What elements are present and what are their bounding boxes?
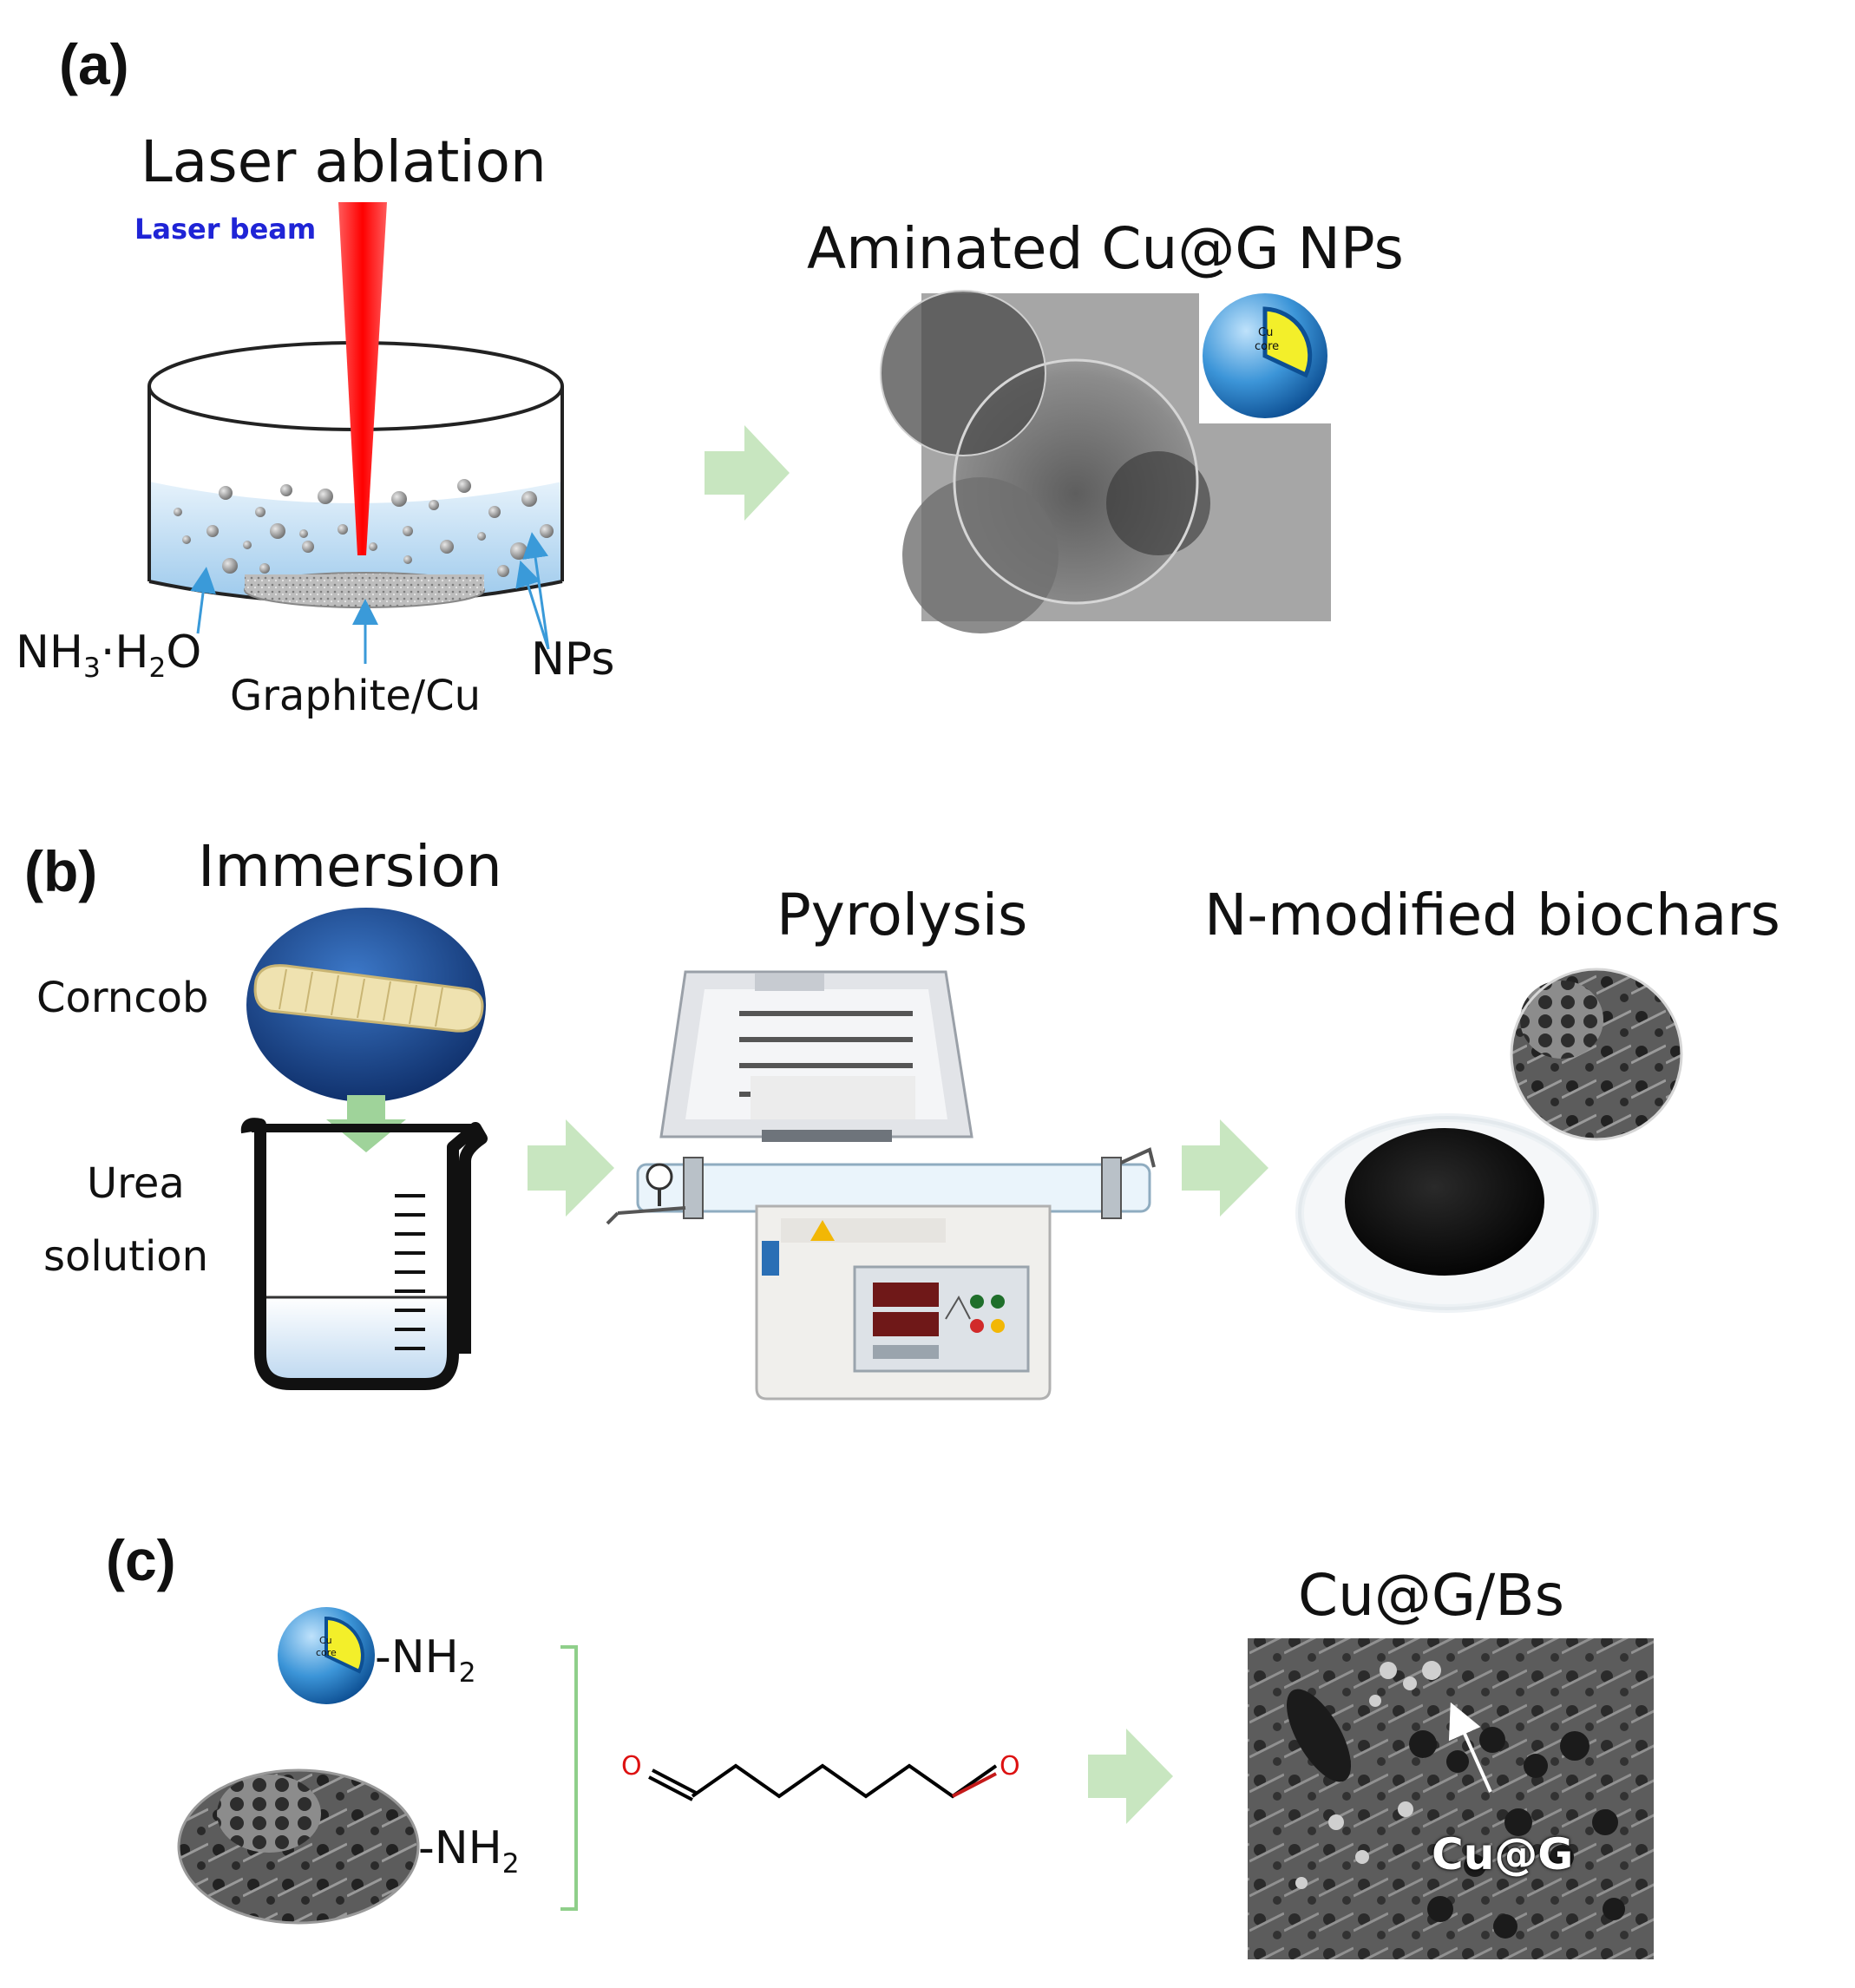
- flow-arrow: [705, 425, 790, 521]
- core-label: Cu: [319, 1635, 332, 1646]
- core-label: core: [316, 1647, 337, 1658]
- laser-beam-label: Laser beam: [134, 213, 317, 246]
- flow-arrow: [528, 1119, 614, 1217]
- amine-group-label: -NH2: [418, 1822, 520, 1880]
- graphite-cu-label: Graphite/Cu: [230, 672, 482, 720]
- biochar-dish: [1295, 1113, 1599, 1313]
- aminated-nps-title: Aminated Cu@G NPs: [807, 215, 1404, 282]
- immersion-title: Immersion: [198, 833, 502, 900]
- core-label: Cu: [1258, 326, 1274, 339]
- biochar-sem-inset: [1510, 968, 1683, 1141]
- solution-label: solution: [43, 1232, 209, 1281]
- flow-arrow: [1182, 1119, 1268, 1217]
- nanoparticles: [174, 479, 554, 577]
- core-shell-sphere: [1203, 293, 1327, 418]
- n-modified-biochars-title: N-modified biochars: [1204, 882, 1780, 948]
- beaker: [240, 1118, 488, 1390]
- panel-a-label: (a): [59, 32, 129, 96]
- solvent-label: NH3·H2O: [16, 627, 202, 684]
- panel-b-label: (b): [24, 839, 98, 903]
- laser-ablation-title: Laser ablation: [141, 128, 547, 195]
- biochar-sem-oval: [177, 1768, 420, 1925]
- pyrolysis-title: Pyrolysis: [777, 882, 1028, 948]
- nps-label: NPs: [531, 633, 615, 686]
- reaction-bracket: [560, 1645, 578, 1911]
- amine-group-label: -NH2: [375, 1631, 476, 1689]
- urea-label: Urea: [87, 1159, 185, 1208]
- tube-furnace: [606, 970, 1156, 1401]
- ammonia-solution: [149, 482, 562, 603]
- corncob-photo: [246, 908, 486, 1102]
- laser-ablation-setup: [147, 202, 564, 664]
- core-shell-sphere: [278, 1607, 375, 1704]
- aldehyde-oxygen: O: [621, 1751, 642, 1781]
- aldehyde-oxygen: O: [1000, 1751, 1020, 1781]
- core-label: core: [1255, 340, 1280, 353]
- panel-c-label: (c): [106, 1528, 176, 1592]
- glutaraldehyde-structure: [648, 1763, 998, 1801]
- cu-g-arrow-label: Cu@G: [1432, 1829, 1574, 1880]
- corncob-label: Corncob: [36, 974, 209, 1022]
- composite-sem-image: [1248, 1638, 1654, 1959]
- cu-g-bs-title: Cu@G/Bs: [1298, 1562, 1564, 1629]
- laser-beam: [338, 202, 387, 555]
- label-pointers: [190, 532, 550, 664]
- flow-arrow: [1088, 1729, 1173, 1824]
